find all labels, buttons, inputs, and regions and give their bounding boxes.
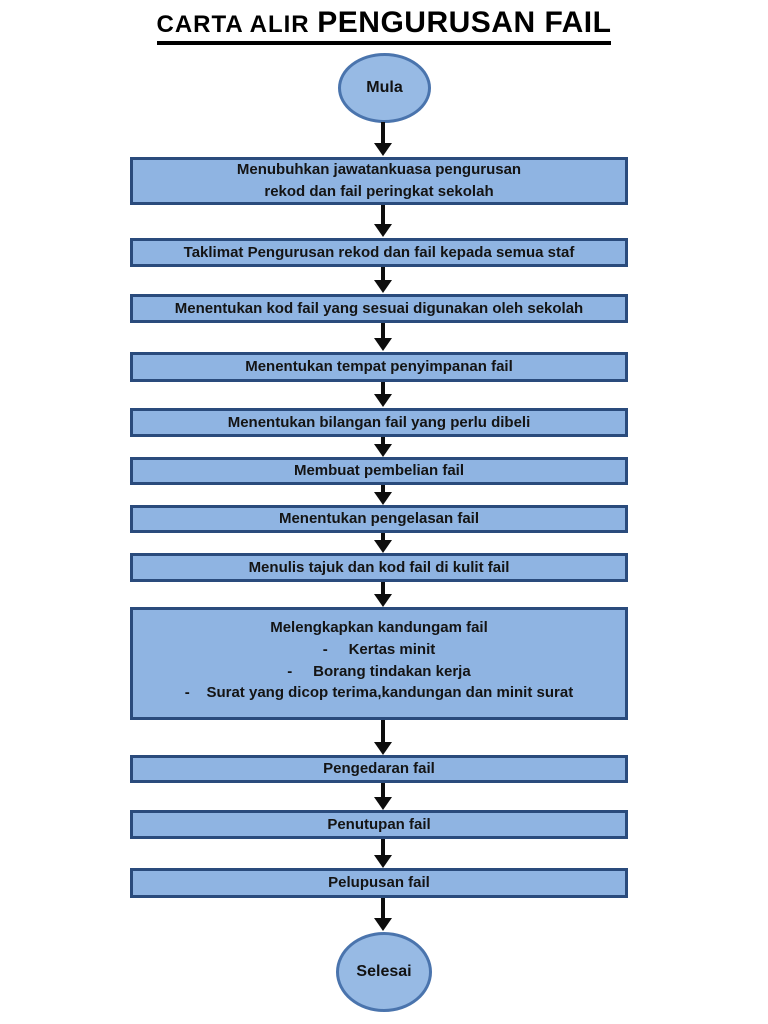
- step-label-line: Menulis tajuk dan kod fail di kulit fail: [248, 558, 510, 576]
- arrow-head-icon: [374, 855, 392, 868]
- start-label: Mula: [366, 79, 403, 96]
- step-list-item: - Kertas minit: [322, 640, 436, 658]
- down-arrow: [374, 839, 392, 868]
- start-terminator: Mula: [338, 53, 431, 123]
- arrow-stem: [381, 839, 385, 859]
- arrow-head-icon: [374, 394, 392, 407]
- flow-step-3: Menentukan kod fail yang sesuai digunaka…: [130, 294, 628, 323]
- arrow-stem: [381, 267, 385, 284]
- page-title-part1: CARTA ALIR: [156, 11, 318, 38]
- arrow-stem: [381, 783, 385, 801]
- page-title: CARTA ALIR PENGURUSAN FAIL: [0, 6, 768, 45]
- down-arrow: [374, 122, 392, 156]
- down-arrow: [374, 485, 392, 505]
- step-label-line: Pelupusan fail: [328, 874, 430, 892]
- step-list-item: - Surat yang dicop terima,kandungan dan …: [184, 684, 574, 702]
- arrow-stem: [381, 898, 385, 922]
- step-label-line: Menentukan kod fail yang sesuai digunaka…: [174, 299, 584, 317]
- arrow-stem: [381, 533, 385, 544]
- arrow-stem: [381, 205, 385, 228]
- down-arrow: [374, 323, 392, 351]
- arrow-stem: [381, 437, 385, 448]
- step-label-line: Pengedaran fail: [323, 760, 435, 778]
- arrow-head-icon: [374, 338, 392, 351]
- step-label-line: Membuat pembelian fail: [293, 462, 465, 480]
- arrow-head-icon: [374, 143, 392, 156]
- step-label-line: Menentukan tempat penyimpanan fail: [245, 358, 513, 376]
- down-arrow: [374, 533, 392, 553]
- flow-step-11: Penutupan fail: [130, 810, 628, 839]
- step-list-item: - Borang tindakan kerja: [287, 662, 471, 680]
- step-label-line: Menentukan bilangan fail yang perlu dibe…: [227, 413, 531, 431]
- step-label-line: Menentukan pengelasan fail: [278, 510, 480, 528]
- down-arrow: [374, 898, 392, 931]
- page-title-part2: PENGURUSAN FAIL: [317, 6, 612, 39]
- page-title-underline: CARTA ALIR PENGURUSAN FAIL: [156, 6, 612, 45]
- arrow-head-icon: [374, 742, 392, 755]
- down-arrow: [374, 205, 392, 237]
- arrow-head-icon: [374, 280, 392, 293]
- arrow-stem: [381, 720, 385, 746]
- flow-step-5: Menentukan bilangan fail yang perlu dibe…: [130, 408, 628, 437]
- step-label-line: Penutupan fail: [327, 815, 431, 833]
- flow-step-2: Taklimat Pengurusan rekod dan fail kepad…: [130, 238, 628, 267]
- step-label-line: Taklimat Pengurusan rekod dan fail kepad…: [183, 243, 575, 261]
- step-label-line: Menubuhkan jawatankuasa pengurusan: [236, 161, 522, 179]
- down-arrow: [374, 582, 392, 607]
- flow-step-9: Melengkapkan kandungam fail - Kertas min…: [130, 607, 628, 720]
- down-arrow: [374, 783, 392, 810]
- end-terminator: Selesai: [336, 932, 432, 1012]
- arrow-head-icon: [374, 492, 392, 505]
- arrow-head-icon: [374, 540, 392, 553]
- arrow-head-icon: [374, 444, 392, 457]
- flow-step-4: Menentukan tempat penyimpanan fail: [130, 352, 628, 382]
- step-label-line: rekod dan fail peringkat sekolah: [264, 183, 494, 200]
- step-label-line: Melengkapkan kandungam fail: [270, 619, 488, 636]
- flow-step-7: Menentukan pengelasan fail: [130, 505, 628, 533]
- flow-step-1: Menubuhkan jawatankuasa pengurusan rekod…: [130, 157, 628, 205]
- arrow-head-icon: [374, 594, 392, 607]
- flow-step-10: Pengedaran fail: [130, 755, 628, 783]
- arrow-stem: [381, 582, 385, 598]
- down-arrow: [374, 382, 392, 407]
- flow-step-12: Pelupusan fail: [130, 868, 628, 898]
- down-arrow: [374, 267, 392, 293]
- down-arrow: [374, 720, 392, 755]
- arrow-head-icon: [374, 797, 392, 810]
- arrow-head-icon: [374, 918, 392, 931]
- arrow-stem: [381, 122, 385, 147]
- end-label: Selesai: [356, 963, 412, 980]
- arrow-head-icon: [374, 224, 392, 237]
- flow-step-6: Membuat pembelian fail: [130, 457, 628, 485]
- arrow-stem: [381, 323, 385, 342]
- arrow-stem: [381, 382, 385, 398]
- down-arrow: [374, 437, 392, 457]
- arrow-stem: [381, 485, 385, 496]
- flow-step-8: Menulis tajuk dan kod fail di kulit fail: [130, 553, 628, 582]
